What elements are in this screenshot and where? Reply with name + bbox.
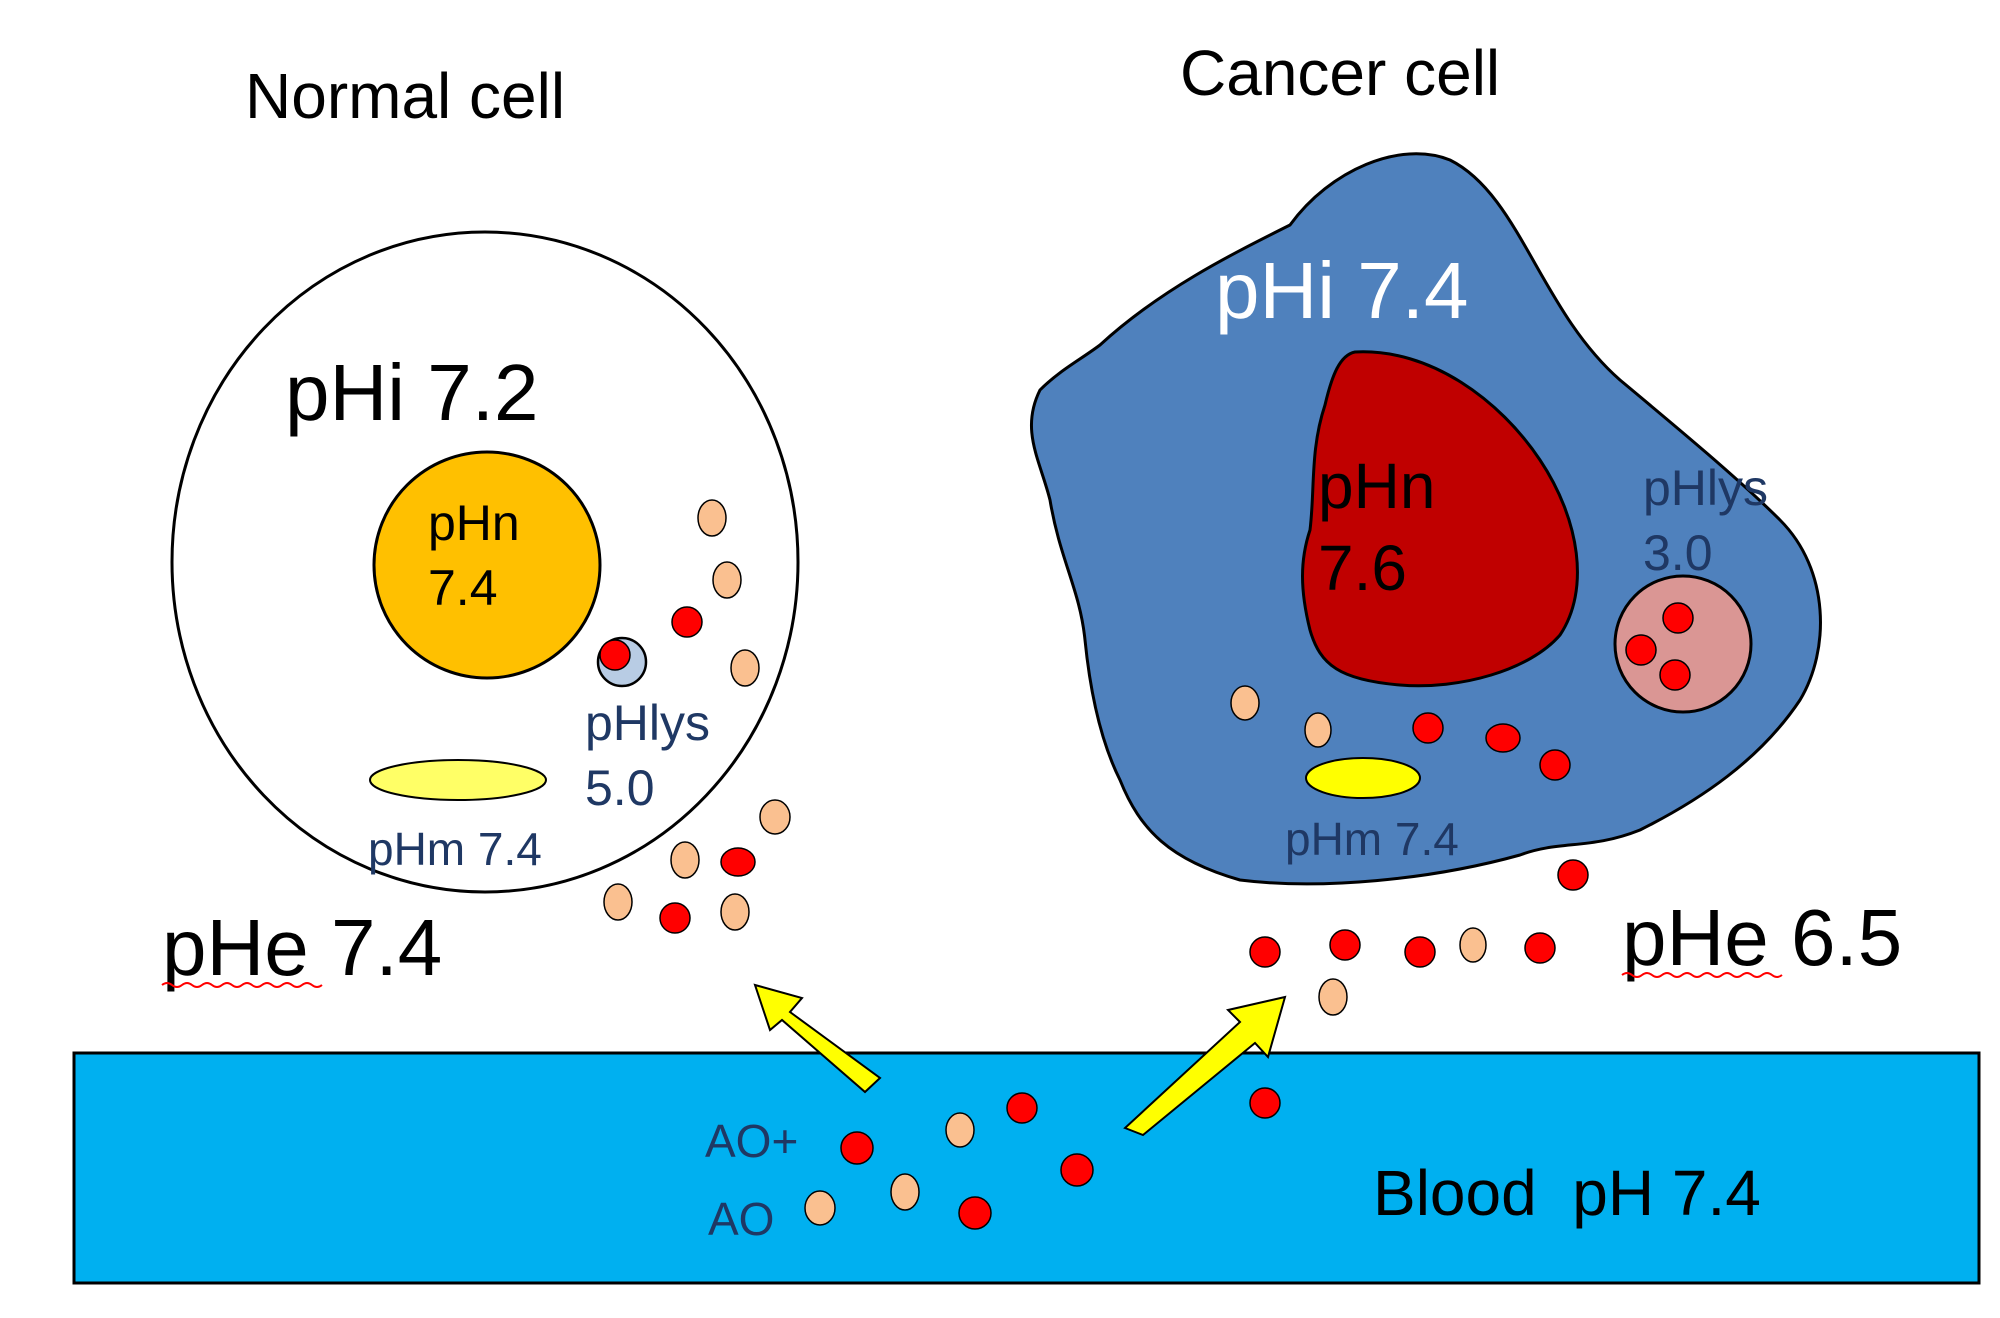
ao-neutral-dot-icon (730, 649, 760, 687)
ao-plus-label: AO+ (705, 1115, 798, 1167)
phe-right-squiggle (1621, 972, 1783, 978)
ao-neutral-dot-icon (1318, 978, 1348, 1016)
ao-charged-dot-icon (1412, 712, 1444, 744)
normal-cell-title: Normal cell (245, 60, 565, 132)
ao-neutral-dot-icon (670, 841, 700, 879)
ao-neutral-dot-icon (804, 1190, 836, 1226)
normal-phn-label: pHn (428, 495, 520, 551)
ao-charged-dot-icon (1539, 749, 1571, 781)
ao-charged-dot-icon (1625, 634, 1657, 666)
normal-phn-value: 7.4 (428, 560, 498, 616)
ao-charged-dot-icon (840, 1131, 874, 1165)
ao-neutral-dot-icon (603, 883, 633, 921)
cancer-nucleus (1301, 350, 1579, 688)
ao-charged-dot-icon (671, 606, 703, 638)
blood-label: Blood pH 7.4 (1373, 1157, 1761, 1229)
phe-left-squiggle (161, 982, 323, 988)
cancer-cell-title: Cancer cell (1180, 37, 1500, 109)
normal-phlys-value: 5.0 (585, 760, 655, 816)
normal-phm-label: pHm 7.4 (368, 823, 542, 875)
ao-charged-dot-icon (1060, 1153, 1094, 1187)
ao-charged-dot-icon (599, 639, 631, 671)
ao-charged-dot-icon (659, 902, 691, 934)
cancer-cell (1029, 152, 1822, 886)
cancer-mitochondrion (1305, 757, 1421, 799)
ao-charged-dot-icon (1249, 1087, 1281, 1119)
ao-charged-dot-icon (720, 847, 756, 877)
labels: Normal cell Cancer cell pHi 7.2 pHn 7.4 … (162, 37, 1902, 1245)
ao-charged-dot-icon (1006, 1092, 1038, 1124)
ao-charged-dot-icon (958, 1196, 992, 1230)
normal-nucleus (372, 450, 602, 680)
cancer-phm-label: pHm 7.4 (1285, 813, 1459, 865)
ao-charged-dot-icon (1524, 932, 1556, 964)
ao-neutral-dot-icon (1304, 712, 1332, 748)
ao-neutral-dot-icon (890, 1173, 920, 1211)
cancer-lysosome-dots (1625, 602, 1694, 691)
cancer-phi-label: pHi 7.4 (1215, 246, 1468, 335)
blood-vessel (72, 1051, 1981, 1285)
normal-phlys-label: pHlys (585, 695, 710, 751)
normal-phe-label: pHe 7.4 (162, 903, 442, 992)
ao-label: AO (708, 1193, 774, 1245)
ao-charged-dot-icon (1659, 659, 1691, 691)
arrow-to-normal-cell (753, 983, 882, 1094)
ao-neutral-dot-icon (720, 893, 750, 931)
ao-molecules (603, 499, 1589, 1230)
ao-neutral-dot-icon (1459, 927, 1487, 963)
ao-neutral-dot-icon (945, 1112, 975, 1148)
normal-cell (170, 230, 800, 894)
ao-charged-dot-icon (1557, 859, 1589, 891)
ao-charged-dot-icon (1662, 602, 1694, 634)
ao-neutral-dot-icon (759, 799, 791, 835)
arrow-to-cancer-cell (1123, 995, 1287, 1137)
arrow-icon (1123, 995, 1287, 1137)
cancer-phlys-label: pHlys (1643, 460, 1768, 516)
ao-charged-dot-icon (1404, 936, 1436, 968)
ao-charged-dot-icon (1485, 723, 1521, 753)
ao-neutral-dot-icon (1230, 685, 1260, 721)
normal-phi-label: pHi 7.2 (285, 348, 538, 437)
cancer-phn-value: 7.6 (1318, 532, 1407, 604)
cancer-phe-label: pHe 6.5 (1622, 893, 1902, 982)
cancer-phn-label: pHn (1318, 450, 1435, 522)
normal-mitochondrion (369, 759, 547, 801)
ao-charged-dot-icon (1329, 929, 1361, 961)
arrow-icon (753, 983, 882, 1094)
cancer-lysosome (1613, 574, 1753, 714)
ao-charged-dot-icon (1249, 936, 1281, 968)
ao-neutral-dot-icon (697, 499, 727, 537)
ao-neutral-dot-icon (712, 561, 742, 599)
cancer-phlys-value: 3.0 (1643, 525, 1713, 581)
